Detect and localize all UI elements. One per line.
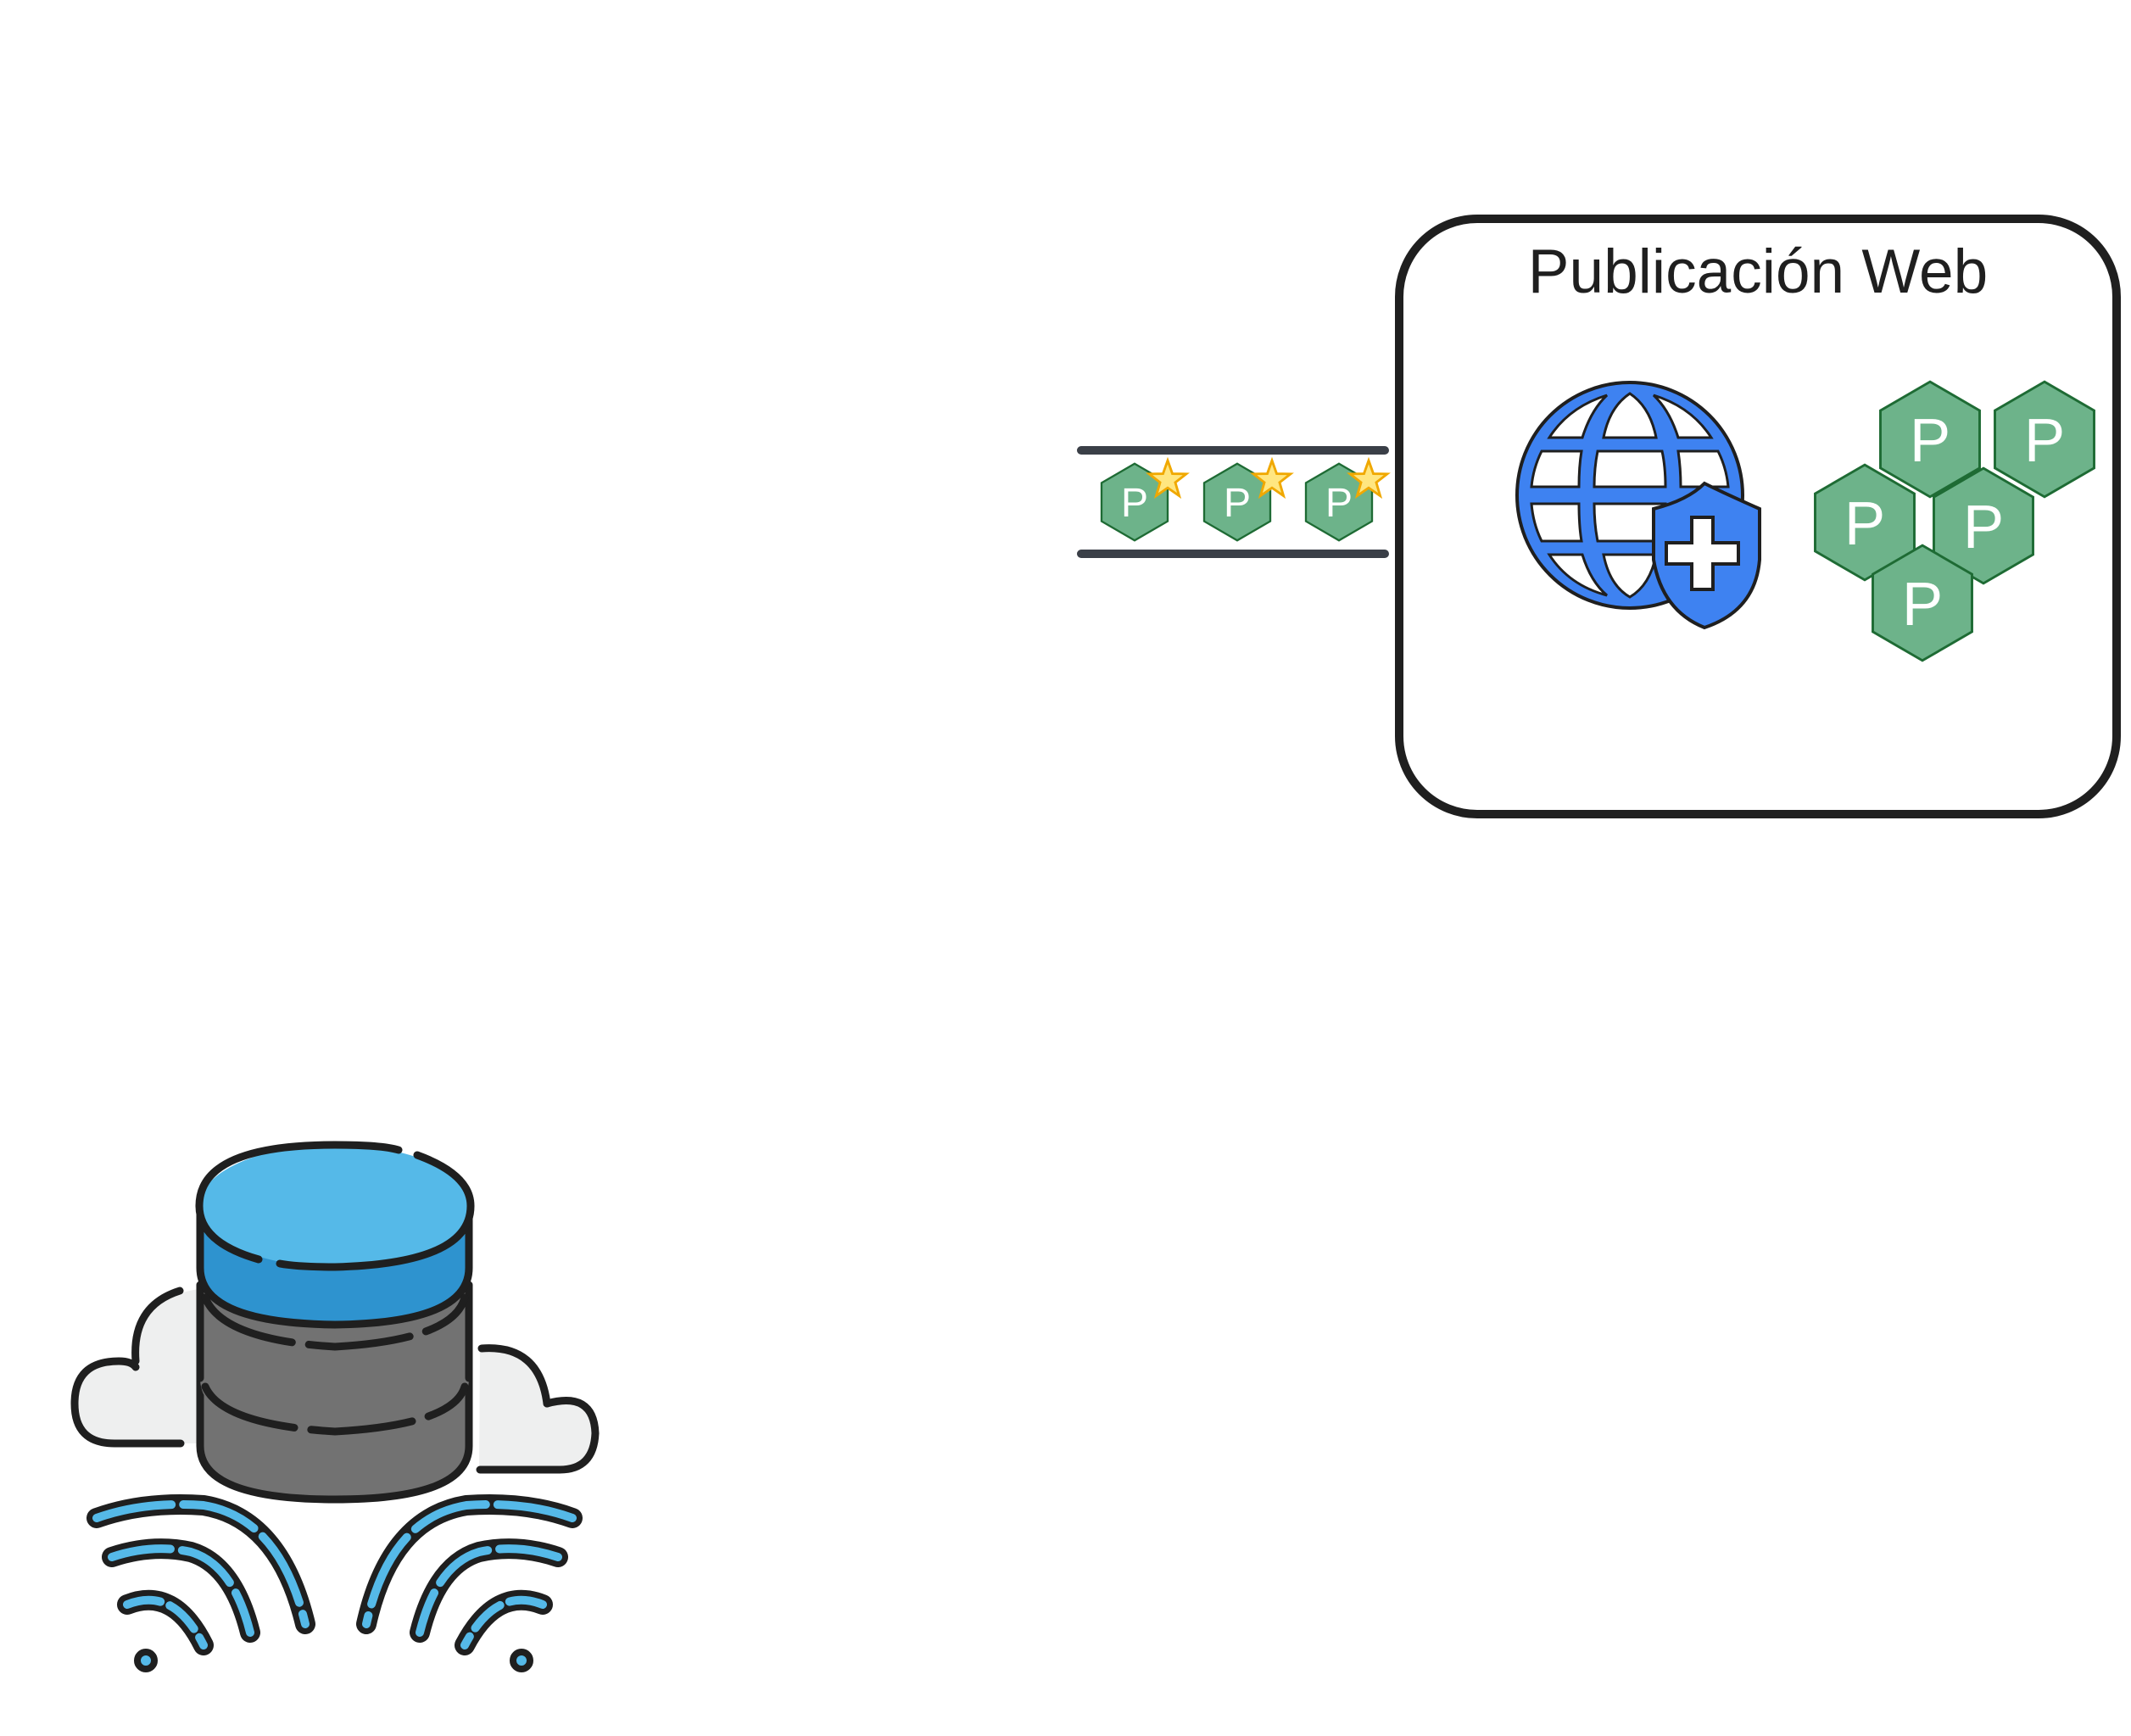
svg-text:P: P bbox=[1325, 480, 1353, 526]
hexagon-p-icon: P bbox=[1933, 466, 2034, 585]
queue-item: P bbox=[1202, 462, 1272, 542]
svg-text:P: P bbox=[1910, 406, 1950, 475]
queue-item: P bbox=[1304, 462, 1374, 542]
svg-text:P: P bbox=[1224, 480, 1251, 526]
cloud-database-icon bbox=[70, 1141, 600, 1672]
hexagon-p-icon: P bbox=[1879, 380, 1981, 499]
hexagon-p-icon: P bbox=[1872, 544, 1973, 662]
hexagon-p-icon: P bbox=[1994, 380, 2095, 499]
database-cylinder bbox=[195, 1141, 475, 1504]
wifi-signal-icon bbox=[356, 1494, 583, 1672]
globe-shield-plus-icon bbox=[1515, 381, 1761, 630]
web-publication-frame bbox=[1395, 215, 2121, 818]
queue-item: P bbox=[1100, 462, 1169, 542]
hexagon-p-icon: P bbox=[1814, 463, 1916, 582]
publication-queue: P P P bbox=[1077, 446, 1389, 558]
svg-text:P: P bbox=[1844, 489, 1885, 558]
wifi-signal-icon bbox=[86, 1494, 315, 1672]
web-publication-box: Publicación Web bbox=[1395, 215, 2121, 818]
published-items: P P P P P bbox=[1814, 380, 2095, 662]
web-publication-title: Publicación Web bbox=[1528, 237, 1988, 306]
svg-text:P: P bbox=[2024, 406, 2065, 475]
svg-text:P: P bbox=[1121, 480, 1148, 526]
svg-text:P: P bbox=[1963, 493, 2004, 561]
svg-text:P: P bbox=[1902, 570, 1943, 639]
